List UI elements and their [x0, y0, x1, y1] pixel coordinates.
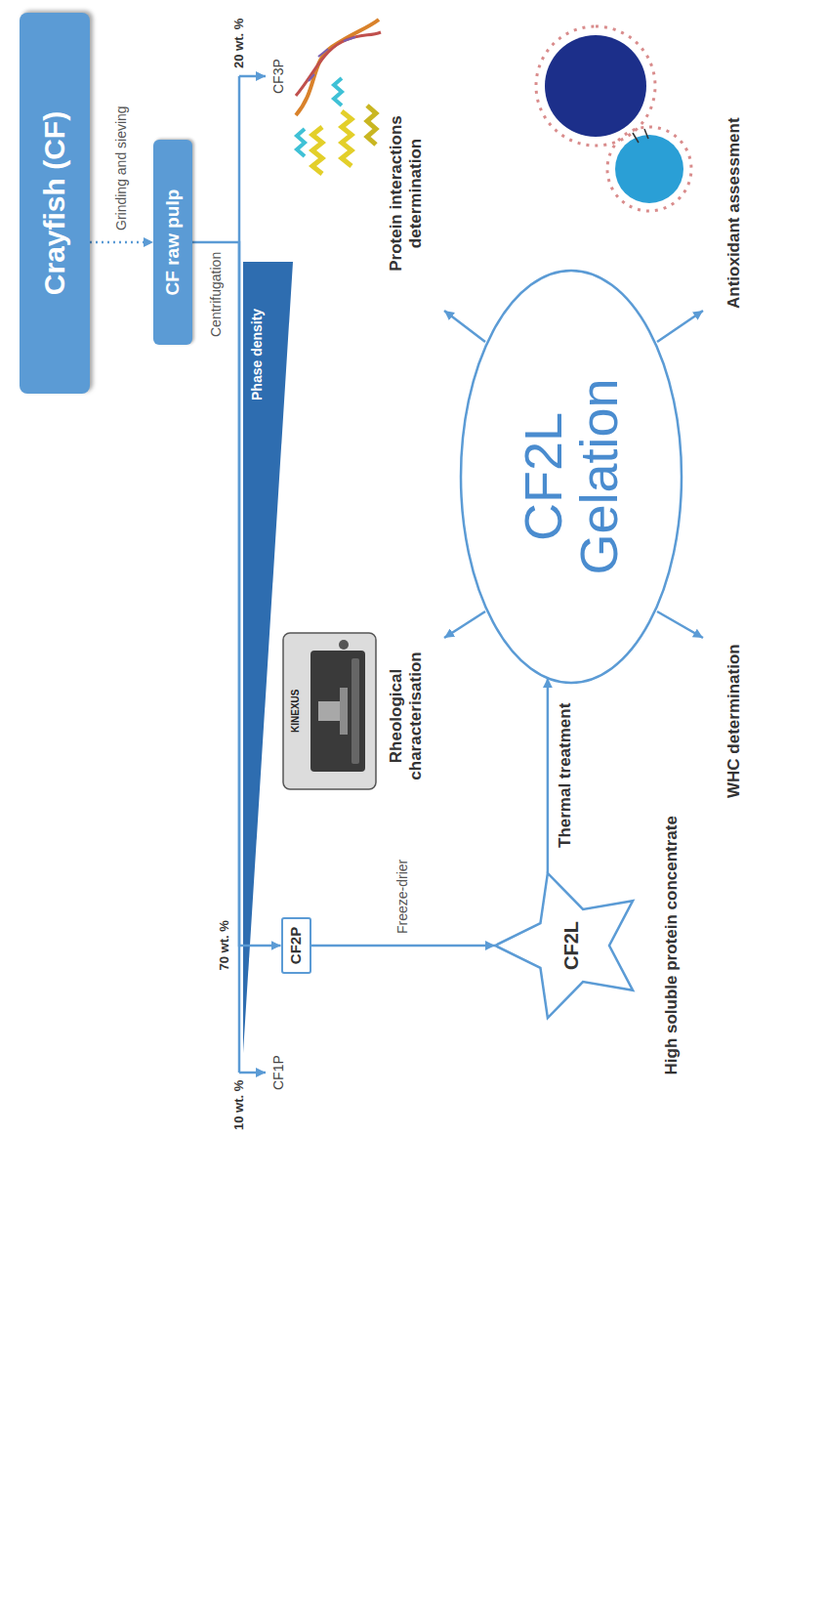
analysis-label: Antioxidant assessment [724, 117, 745, 309]
analysis-label: Rheological characterisation [386, 632, 427, 799]
protein-structure-picture [295, 19, 381, 174]
fraction-box: CF2P [281, 916, 312, 974]
rheometer-picture [283, 632, 376, 789]
node-text: CF raw pulp [162, 189, 184, 296]
wedge-label: Phase density [248, 308, 266, 401]
source-box: Crayfish (CF) [19, 12, 90, 394]
product-star: CF2L [493, 867, 650, 1024]
split-arrow [239, 75, 266, 79]
step-label: Grinding and sieving [113, 105, 130, 231]
result-arrow [444, 611, 486, 638]
step-label: Thermal treatment [555, 702, 576, 848]
fraction-percent: 20 wt. % [231, 18, 248, 69]
instrument-brand: KINEXUS [289, 689, 302, 733]
flow-arrow [311, 944, 497, 948]
antioxidant-picture [536, 26, 692, 211]
node-text: Crayfish (CF) [38, 111, 73, 295]
node-text: CF2L Gelation [515, 339, 626, 614]
process-box: CF raw pulp [153, 139, 193, 345]
node-text: CF2L [560, 920, 583, 970]
product-caption: High soluble protein concentrate [661, 815, 682, 1075]
result-arrow [444, 310, 486, 342]
fraction-percent: 70 wt. % [216, 919, 233, 970]
result-arrow [657, 611, 703, 638]
flow-arrow [546, 677, 550, 873]
fraction-name: CF3P [270, 58, 288, 94]
flow-arrow [192, 242, 282, 946]
step-label: Centrifugation [207, 251, 225, 337]
result-arrow [657, 310, 703, 342]
analysis-label: Protein interactions determination [386, 95, 427, 291]
step-label: Freeze-drier [394, 859, 412, 934]
gelation-ellipse: CF2L Gelation [458, 268, 684, 685]
flow-arrow [89, 241, 154, 245]
split-arrow [239, 1071, 266, 1075]
fraction-percent: 10 wt. % [231, 1079, 248, 1130]
analysis-label: WHC determination [724, 643, 745, 798]
node-text: CF2P [287, 926, 304, 964]
fraction-name: CF1P [270, 1054, 288, 1090]
